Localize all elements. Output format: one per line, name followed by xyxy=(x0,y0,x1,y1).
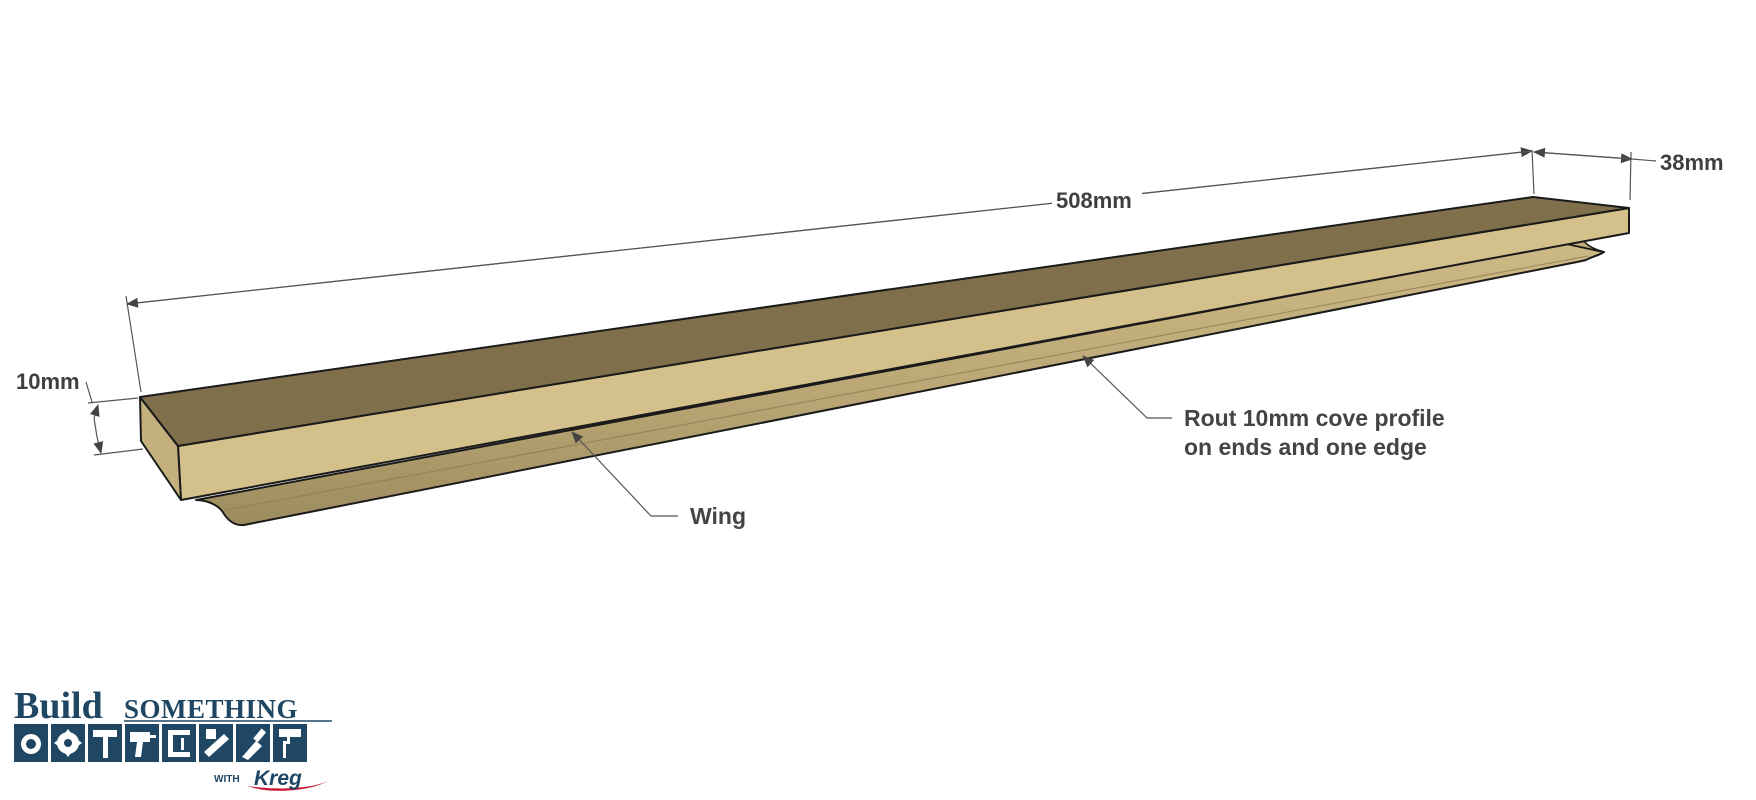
length-dimension-label: 508mm xyxy=(1056,188,1132,213)
wing-edge-line xyxy=(225,255,1589,511)
wing-callout-label: Wing xyxy=(690,503,746,529)
cove-callout-line1: Rout 10mm cove profile xyxy=(1184,405,1445,431)
logo-with-word: WITH xyxy=(214,774,240,785)
cove-callout-line2: on ends and one edge xyxy=(1184,434,1427,460)
dimension-thickness: 10mm xyxy=(16,369,144,456)
hammer-icon xyxy=(88,724,122,762)
callout-wing: Wing xyxy=(571,431,746,529)
clamp-icon xyxy=(162,724,196,762)
saw-blade-icon xyxy=(51,724,85,762)
logo-kreg-word: Kreg xyxy=(254,767,302,790)
sander-icon xyxy=(199,724,233,762)
buildsomething-kreg-logo: Build SOMETHING xyxy=(14,685,332,791)
dimension-depth: 38mm xyxy=(1533,147,1724,201)
kreg-swoosh xyxy=(248,780,330,791)
shelf-model xyxy=(139,196,1630,527)
paint-brush-icon xyxy=(236,724,270,762)
paint-roller-icon xyxy=(273,724,307,762)
callout-cove: Rout 10mm cove profile on ends and one e… xyxy=(1082,355,1445,460)
logo-build-word: Build xyxy=(14,685,103,727)
dimension-length: 508mm xyxy=(125,147,1535,393)
drill-icon xyxy=(125,724,159,762)
board-top-face xyxy=(139,196,1630,447)
tape-measure-icon xyxy=(14,724,48,762)
logo-something-word: SOMETHING xyxy=(124,694,298,724)
thickness-dimension-label: 10mm xyxy=(16,369,80,394)
depth-dimension-label: 38mm xyxy=(1660,150,1724,175)
tool-icons-row xyxy=(14,724,307,762)
